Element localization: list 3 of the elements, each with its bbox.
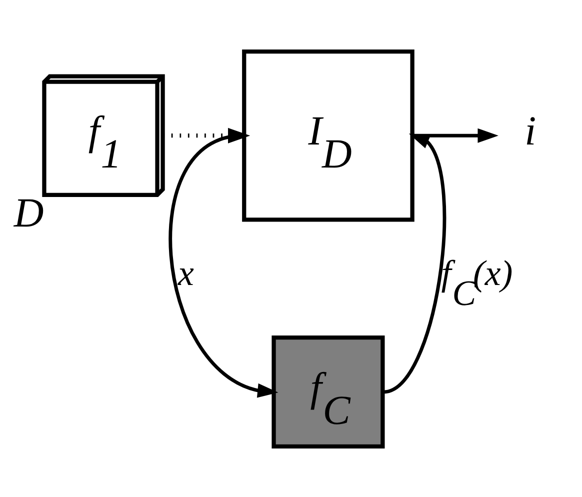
node-text: i bbox=[524, 107, 536, 154]
edge-label: x bbox=[178, 252, 194, 292]
node-label: D bbox=[14, 189, 44, 236]
